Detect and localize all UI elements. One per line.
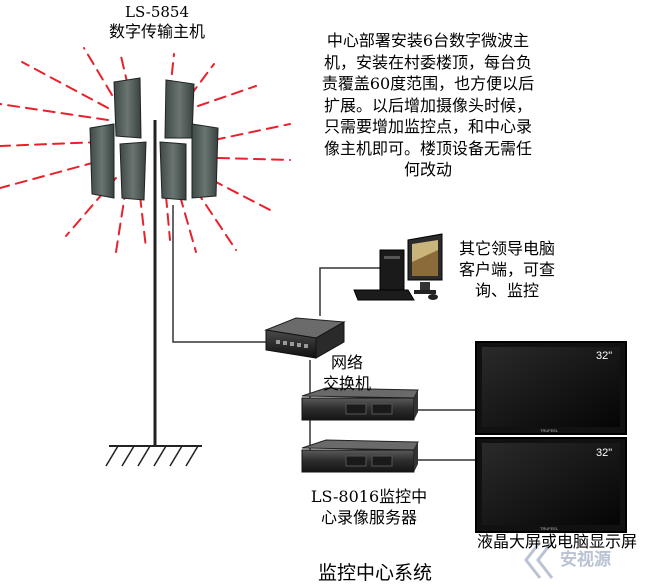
switch-label: 网络 交换机 bbox=[312, 352, 382, 394]
server-icon bbox=[301, 387, 419, 421]
description-line: 何改动 bbox=[403, 160, 452, 179]
system-title: 监控中心系统 bbox=[317, 562, 432, 584]
description-line: 中心部署安装6台数字微波主 bbox=[326, 31, 530, 50]
monitor-brand-label: TRUFEEL bbox=[540, 526, 559, 531]
client-label-line: 客户端，可查 bbox=[458, 260, 555, 279]
nvr-label-line: 心录像服务器 bbox=[320, 508, 417, 527]
antenna-panel bbox=[159, 141, 187, 201]
description-text: 中心部署安装6台数字微波主 机，安装在村委楼顶，每台负 责覆盖60度范围，也方便… bbox=[298, 30, 558, 181]
watermark-logo-icon bbox=[524, 541, 554, 579]
client-label: 其它领导电脑 客户端，可查 询、监控 bbox=[442, 238, 572, 301]
lcd-monitor-icon: 32" TRUFEEL bbox=[475, 341, 627, 435]
description-line: 扩展。以后增加摄像头时候， bbox=[323, 95, 532, 115]
nvr-label: LS-8016监控中 心录像服务器 bbox=[294, 486, 444, 528]
client-label-line: 询、监控 bbox=[474, 281, 539, 300]
connection-lines bbox=[172, 205, 478, 461]
monitor-brand-label: TRUFEEL bbox=[540, 428, 559, 433]
tower-model-label: LS-5854 bbox=[124, 3, 190, 21]
antenna-panel bbox=[191, 123, 219, 199]
description-line: 像主机即可。楼顶设备无需任 bbox=[323, 138, 532, 158]
tower-pole bbox=[105, 120, 202, 467]
desktop-computer-icon bbox=[353, 233, 443, 301]
antenna-panel bbox=[89, 123, 115, 199]
monitor-size-label: 32" bbox=[596, 350, 612, 362]
tower-name-label: 数字传输主机 bbox=[108, 22, 205, 41]
description-line: 机，安装在村委楼顶，每台负 bbox=[323, 52, 532, 72]
network-switch-icon bbox=[264, 317, 346, 359]
client-label-line: 其它领导电脑 bbox=[458, 239, 555, 258]
switch-label-line: 交换机 bbox=[322, 374, 371, 393]
antenna-panel bbox=[164, 79, 195, 139]
description-line: 责覆盖60度范围，也方便以后 bbox=[321, 74, 535, 93]
switch-label-line: 网络 bbox=[330, 353, 363, 372]
watermark-text: 安视源 bbox=[560, 550, 611, 570]
antenna-panels bbox=[89, 77, 219, 201]
server-icon bbox=[301, 439, 419, 473]
lcd-monitor-icon: 32" TRUFEEL bbox=[475, 437, 627, 533]
monitor-label: 液晶大屏或电脑显示屏 bbox=[476, 532, 637, 551]
radio-waves bbox=[0, 47, 291, 253]
monitor-size-label: 32" bbox=[596, 447, 612, 459]
antenna-panel bbox=[119, 141, 147, 201]
antenna-panel bbox=[113, 77, 142, 139]
description-line: 只需要增加监控点，和中心录 bbox=[323, 117, 532, 136]
nvr-label-line: LS-8016监控中 bbox=[310, 487, 428, 506]
